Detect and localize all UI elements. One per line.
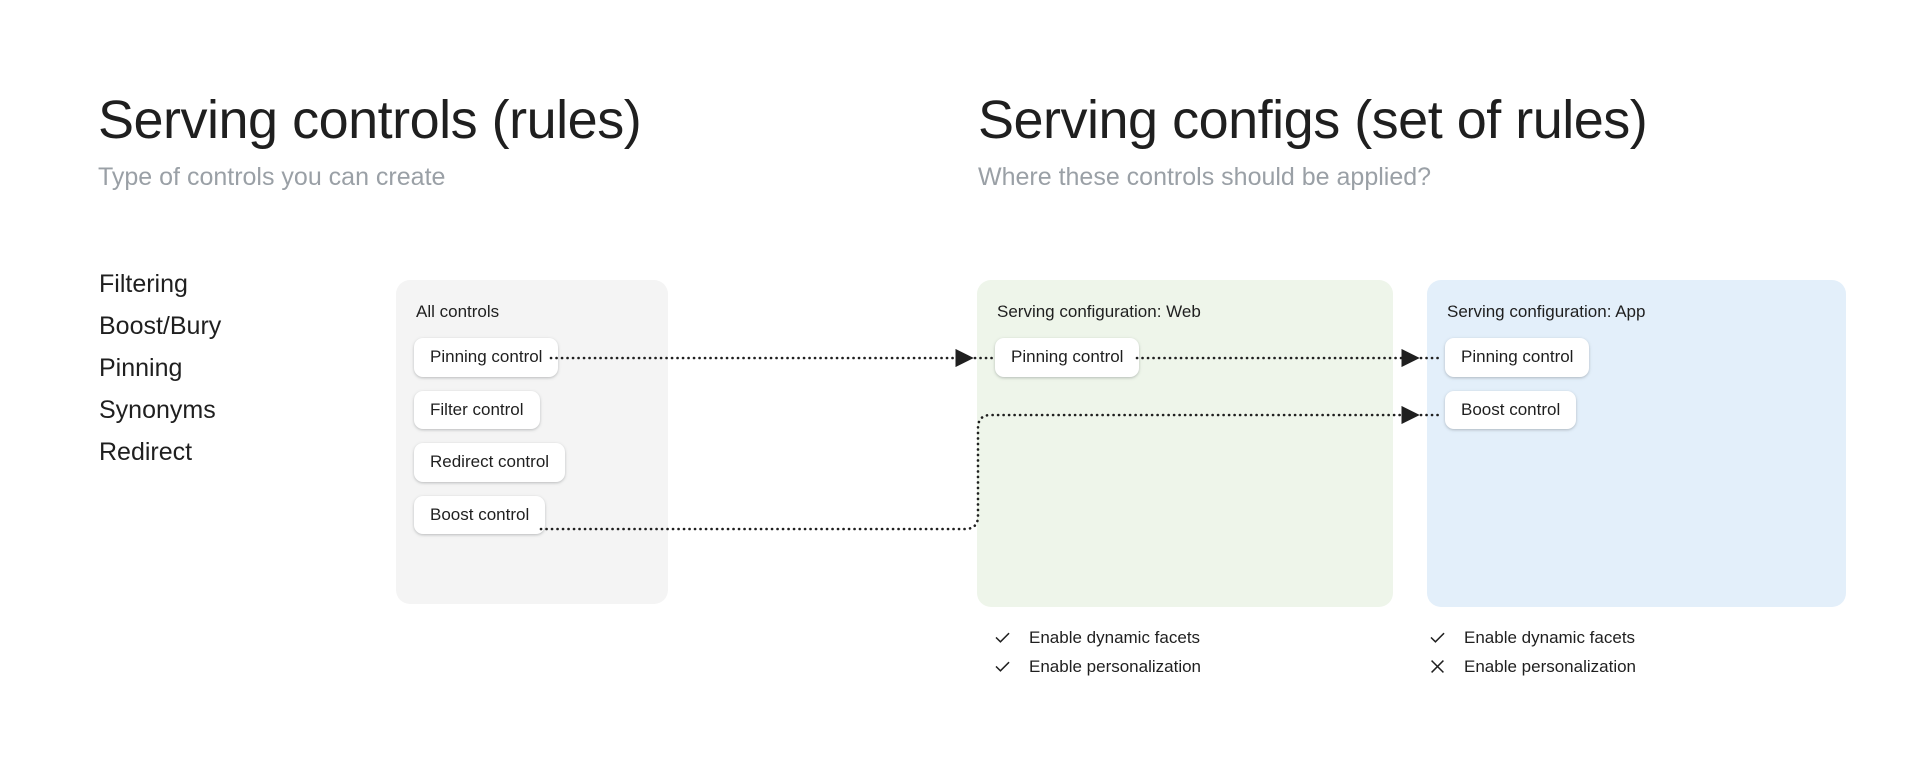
option-label: Enable personalization (1464, 657, 1637, 676)
chip-boost-control[interactable]: Boost control (414, 495, 546, 535)
check-icon (995, 661, 1010, 672)
option-enable-dynamic-facets[interactable]: Enable dynamic facets (993, 628, 1201, 647)
serving-config-web-chip-list: Pinning control (995, 338, 1375, 377)
chip-filter-control[interactable]: Filter control (414, 390, 540, 430)
close-icon (1431, 660, 1444, 673)
left-column-subtitle: Type of controls you can create (98, 162, 446, 191)
option-enable-personalization[interactable]: Enable personalization (993, 657, 1201, 676)
control-type-filtering: Filtering (99, 270, 188, 298)
serving-config-app-chip-list: Pinning control Boost control (1445, 338, 1828, 430)
chip-pinning-control[interactable]: Pinning control (995, 338, 1140, 377)
left-column-header: Serving controls (rules) Type of control… (98, 90, 642, 192)
serving-config-app-title: Serving configuration: App (1447, 302, 1646, 321)
serving-config-web-options: Enable dynamic facets Enable personaliza… (993, 628, 1201, 676)
serving-config-app-options: Enable dynamic facets Enable personaliza… (1428, 628, 1636, 676)
all-controls-chip-list: Pinning control Filter control Redirect … (414, 338, 650, 535)
right-column-header: Serving configs (set of rules) Where the… (978, 90, 1648, 192)
check-icon (1430, 632, 1445, 643)
right-column-subtitle: Where these controls should be applied? (978, 162, 1432, 191)
chip-redirect-control[interactable]: Redirect control (414, 443, 566, 482)
option-enable-personalization[interactable]: Enable personalization (1428, 657, 1636, 676)
option-label: Enable dynamic facets (1464, 628, 1636, 647)
control-type-boost-bury: Boost/Bury (99, 312, 222, 340)
right-column-title: Serving configs (set of rules) (978, 90, 1648, 150)
option-label: Enable dynamic facets (1029, 628, 1201, 647)
chip-pinning-control[interactable]: Pinning control (414, 338, 559, 377)
chip-pinning-control[interactable]: Pinning control (1445, 338, 1590, 377)
option-label: Enable personalization (1029, 657, 1202, 676)
control-type-redirect: Redirect (99, 438, 193, 466)
left-column-title: Serving controls (rules) (98, 90, 642, 150)
option-enable-dynamic-facets[interactable]: Enable dynamic facets (1428, 628, 1636, 647)
serving-config-web-title: Serving configuration: Web (997, 302, 1201, 321)
serving-config-app-card: Serving configuration: App Pinning contr… (1427, 280, 1846, 607)
all-controls-card-title: All controls (416, 302, 500, 321)
serving-config-web-card: Serving configuration: Web Pinning contr… (977, 280, 1393, 607)
control-types-list: Filtering Boost/Bury Pinning Synonyms Re… (99, 268, 221, 469)
all-controls-card: All controls Pinning control Filter cont… (396, 280, 668, 604)
chip-boost-control[interactable]: Boost control (1445, 390, 1577, 430)
check-icon (995, 632, 1010, 643)
control-type-synonyms: Synonyms (99, 396, 216, 424)
control-type-pinning: Pinning (99, 354, 183, 382)
